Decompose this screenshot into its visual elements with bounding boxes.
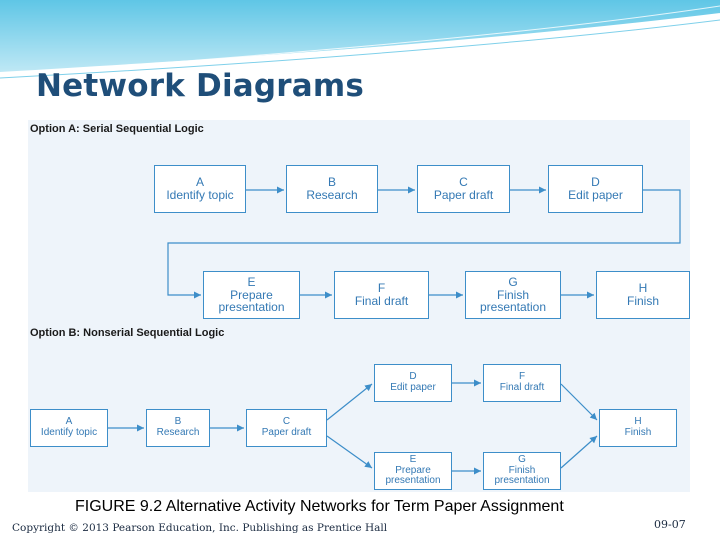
node-label: Prepare (230, 287, 273, 302)
node-label: Research (156, 427, 200, 438)
option-a-node-d: D Edit paper (548, 165, 643, 213)
option-b-node-h: H Finish (599, 409, 677, 447)
node-letter: C (459, 175, 468, 190)
header-wave-decoration (0, 0, 720, 79)
option-b-node-g: G Finish presentation (483, 452, 561, 490)
option-a-label: Option A: Serial Sequential Logic (30, 123, 204, 135)
node-label: Paper draft (433, 188, 494, 202)
node-label-2: presentation (218, 300, 285, 315)
node-label-2: presentation (494, 475, 550, 487)
node-label-2: presentation (385, 475, 441, 487)
arrow-a-d-e (167, 189, 681, 299)
option-a-node-b: B Research (286, 165, 378, 213)
option-a-node-a: A Identify topic (154, 165, 246, 213)
node-label-2: presentation (479, 300, 547, 315)
node-letter: G (518, 453, 526, 465)
node-label: Finish (496, 287, 529, 302)
copyright-notice: Copyright © 2013 Pearson Education, Inc.… (12, 522, 388, 534)
node-letter: B (174, 416, 182, 428)
arrow-b-c-e (326, 435, 373, 469)
node-letter: D (409, 371, 417, 383)
node-label: Edit paper (568, 188, 623, 202)
option-b-node-a: A Identify topic (30, 409, 108, 447)
node-label: Finish (508, 464, 536, 476)
node-label: Paper draft (261, 427, 312, 438)
node-letter: G (508, 274, 518, 289)
node-letter: F (377, 281, 386, 296)
option-a-node-f: F Final draft (334, 271, 429, 319)
node-label: Finish (626, 294, 659, 308)
node-label: Final draft (354, 294, 409, 308)
node-letter: E (247, 274, 256, 289)
node-letter: B (327, 175, 336, 190)
node-label: Identify topic (40, 427, 98, 438)
figure-caption: FIGURE 9.2 Alternative Activity Networks… (75, 498, 564, 515)
option-a-node-g: G Finish presentation (465, 271, 561, 319)
option-b-node-b: B Research (146, 409, 210, 447)
option-b-node-d: D Edit paper (374, 364, 452, 402)
node-label: Prepare (395, 464, 431, 476)
node-letter: E (409, 453, 417, 465)
node-letter: C (282, 416, 291, 428)
slide-number: 09-07 (654, 518, 686, 531)
node-label: Research (306, 188, 358, 202)
node-letter: H (638, 281, 648, 296)
option-a-node-e: E Prepare presentation (203, 271, 300, 319)
node-letter: H (634, 416, 642, 428)
arrow-b-f-h (560, 383, 598, 421)
option-b-label: Option B: Nonserial Sequential Logic (30, 327, 225, 339)
option-b-node-c: C Paper draft (246, 409, 327, 447)
node-letter: F (518, 371, 526, 383)
node-letter: A (65, 416, 73, 428)
option-b-node-f: F Final draft (483, 364, 561, 402)
node-label: Finish (624, 427, 652, 438)
node-label: Final draft (499, 382, 545, 393)
option-a-node-h: H Finish (596, 271, 690, 319)
option-b-node-e: E Prepare presentation (374, 452, 452, 490)
node-label: Edit paper (390, 382, 436, 393)
node-letter: D (591, 175, 600, 190)
slide-title: Network Diagrams (36, 68, 365, 104)
arrow-b-g-h (560, 435, 598, 469)
node-letter: A (195, 175, 204, 190)
node-label: Identify topic (166, 188, 234, 202)
arrow-b-c-d (326, 383, 373, 421)
option-a-node-c: C Paper draft (417, 165, 510, 213)
